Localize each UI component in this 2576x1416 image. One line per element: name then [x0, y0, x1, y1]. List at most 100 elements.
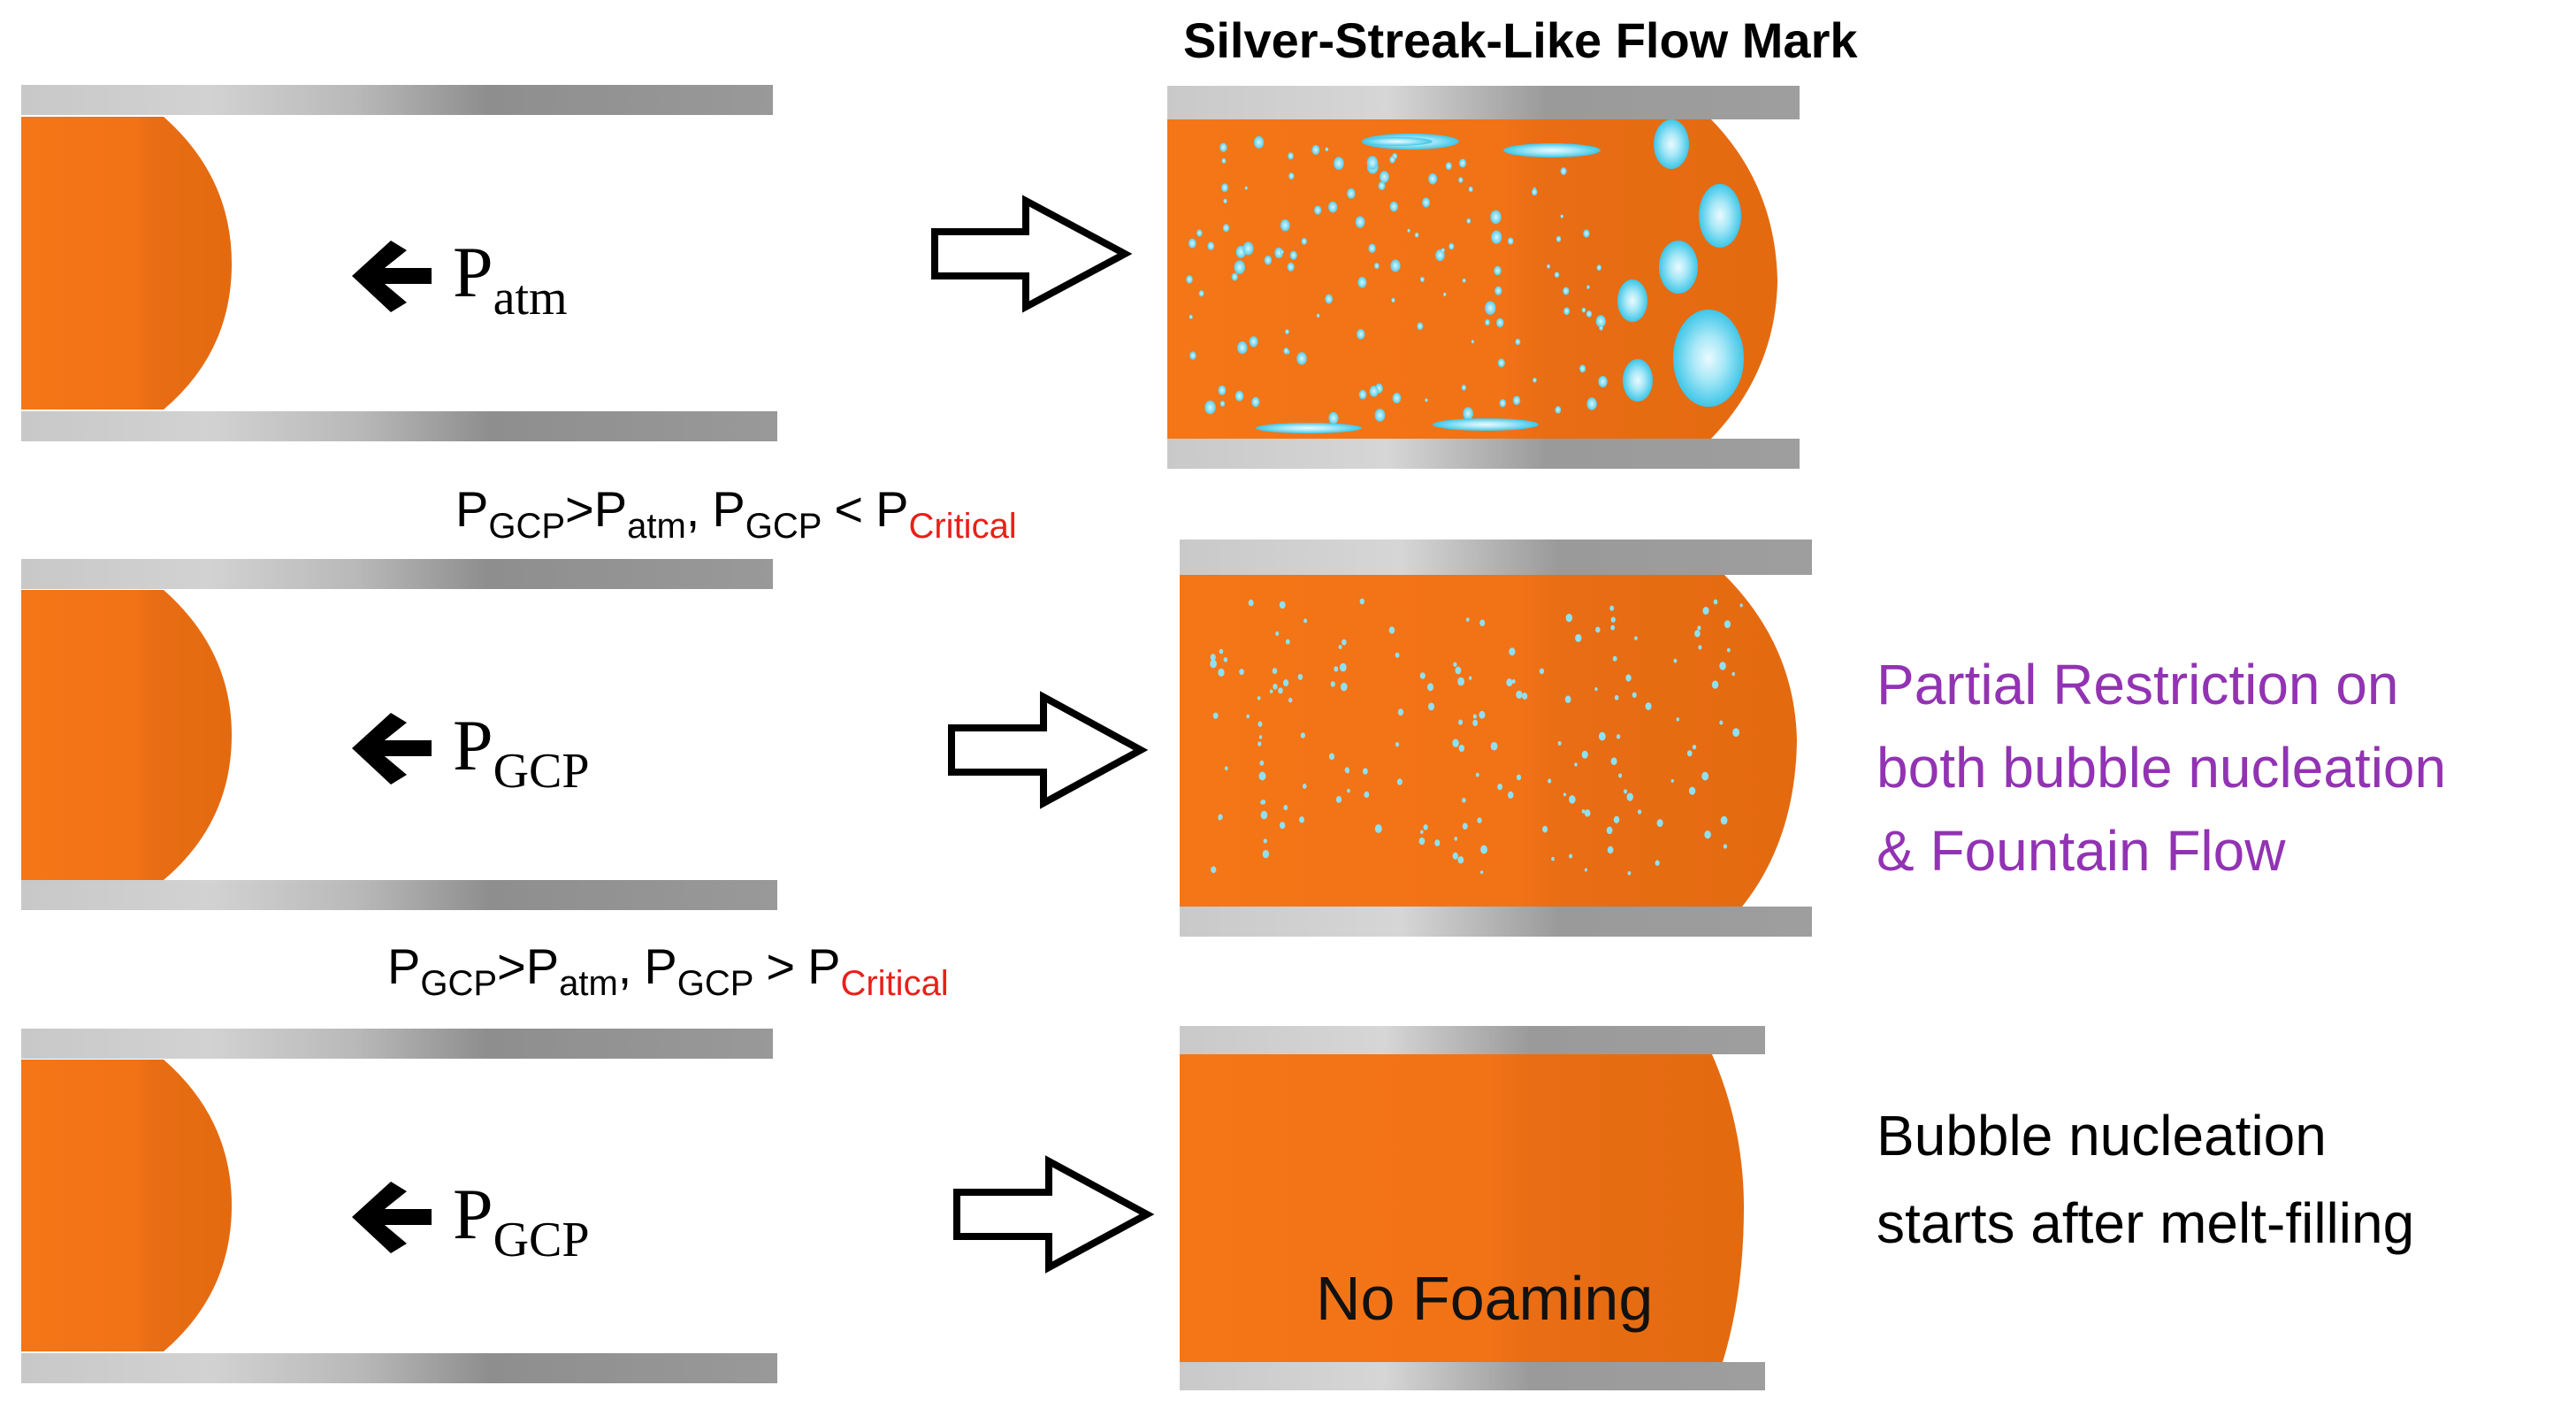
fine-bubble — [1731, 671, 1735, 677]
condition-label-1: PGCP>Patm,PGCP<PCritical — [455, 481, 1017, 546]
fine-bubble — [1278, 687, 1283, 694]
fine-bubble — [1607, 846, 1614, 854]
fine-bubble — [1210, 659, 1217, 669]
fine-bubble — [1259, 760, 1265, 766]
bubble — [1555, 406, 1562, 414]
channel-wall-top — [1180, 1026, 1765, 1054]
bubble — [1391, 297, 1395, 303]
fine-bubble — [1594, 687, 1598, 692]
bubble — [1314, 205, 1322, 215]
fine-bubble — [1211, 866, 1217, 874]
fine-bubble — [1260, 810, 1268, 820]
bubble — [1599, 325, 1603, 331]
fine-bubble — [1564, 695, 1571, 703]
bubble — [1221, 157, 1227, 164]
bubble — [1442, 292, 1447, 297]
channel-wall-bottom — [21, 880, 777, 910]
pressure-label: Patm — [352, 232, 568, 325]
bubble — [1289, 250, 1297, 260]
fine-bubble — [1490, 741, 1498, 751]
bubble — [1316, 313, 1320, 318]
channel-wall-top — [1180, 540, 1812, 575]
fine-bubble — [1397, 708, 1404, 716]
fine-bubble — [1479, 619, 1486, 627]
side-note-2: Partial Restriction on both bubble nucle… — [1877, 653, 2462, 883]
fine-bubble — [1210, 654, 1216, 662]
bubble — [1280, 218, 1290, 232]
diagram-title: Silver-Streak-Like Flow Mark — [1183, 12, 1858, 68]
bubble — [1189, 351, 1196, 360]
fine-bubble — [1656, 819, 1663, 827]
fine-bubble — [1616, 734, 1621, 739]
fine-bubble — [1269, 689, 1273, 694]
bubble — [1586, 285, 1590, 289]
fine-bubble — [1522, 693, 1528, 700]
fine-bubble — [1645, 702, 1652, 710]
bubble — [1287, 262, 1295, 272]
fine-bubble — [1516, 774, 1522, 781]
bubble — [1554, 272, 1560, 279]
fine-bubble — [1676, 717, 1680, 722]
bubble — [1468, 186, 1473, 193]
pressure-label: PGCP — [352, 705, 590, 799]
fine-bubble — [1610, 616, 1616, 623]
bubble — [1288, 172, 1295, 180]
bubble — [1494, 265, 1502, 276]
fine-bubble — [1364, 791, 1370, 798]
fine-bubble — [1299, 816, 1305, 823]
pressure-symbol: P — [453, 1174, 493, 1254]
bubble — [1274, 247, 1284, 259]
fine-bubble — [1302, 784, 1307, 789]
channel-wall-bottom — [1180, 907, 1812, 937]
fine-bubble — [1634, 636, 1638, 640]
fine-bubble — [1342, 639, 1347, 646]
bubble — [1378, 181, 1386, 191]
fine-bubble — [1328, 753, 1335, 761]
bubble — [1497, 358, 1505, 368]
pressure-symbol: P — [453, 705, 493, 785]
fine-bubble — [1711, 680, 1719, 689]
bubble — [1280, 249, 1284, 255]
left-channel-2: PGCP — [21, 559, 777, 910]
fine-bubble — [1723, 844, 1728, 849]
fine-bubble — [1285, 639, 1290, 645]
row-3: PGCP>Patm,PGCP>PCritical PGCP No Foaming… — [21, 938, 2414, 1390]
bubble — [1581, 307, 1586, 313]
fine-bubble — [1426, 683, 1434, 692]
fine-bubble — [1218, 816, 1221, 821]
bubble — [1188, 238, 1196, 249]
fine-bubble — [1632, 692, 1637, 698]
melt-body — [1167, 119, 1777, 439]
fine-bubble — [1697, 625, 1701, 631]
fine-bubble — [1303, 618, 1308, 624]
no-foaming-label: No Foaming — [1316, 1264, 1653, 1333]
fine-bubble — [1581, 809, 1586, 814]
hollow-arrow-icon — [931, 195, 1133, 313]
bubble — [1368, 243, 1376, 253]
left-arrow-icon — [352, 241, 432, 312]
pressure-subscript: atm — [493, 271, 568, 325]
bubble — [1598, 375, 1608, 387]
fine-bubble — [1732, 728, 1740, 738]
fine-bubble — [1261, 799, 1266, 805]
hollow-arrow-icon — [948, 691, 1149, 809]
fine-bubble — [1692, 744, 1697, 750]
fine-bubble — [1655, 860, 1660, 866]
fine-bubble — [1335, 796, 1342, 803]
bubble — [1390, 259, 1401, 272]
bubble — [1374, 409, 1386, 422]
fine-bubble — [1694, 630, 1701, 638]
pressure-subscript: GCP — [493, 1213, 590, 1267]
large-bubble — [1654, 119, 1689, 169]
bubble — [1389, 156, 1395, 164]
fine-bubble — [1574, 762, 1578, 767]
bubble — [1428, 172, 1438, 185]
fine-bubble — [1246, 714, 1250, 719]
fine-bubble — [1288, 697, 1293, 703]
fine-bubble — [1511, 679, 1516, 684]
bubble — [1463, 407, 1473, 420]
bubble — [1461, 384, 1467, 391]
melt-body — [1180, 1054, 1744, 1362]
bubble — [1515, 338, 1521, 346]
bubble — [1311, 144, 1320, 156]
